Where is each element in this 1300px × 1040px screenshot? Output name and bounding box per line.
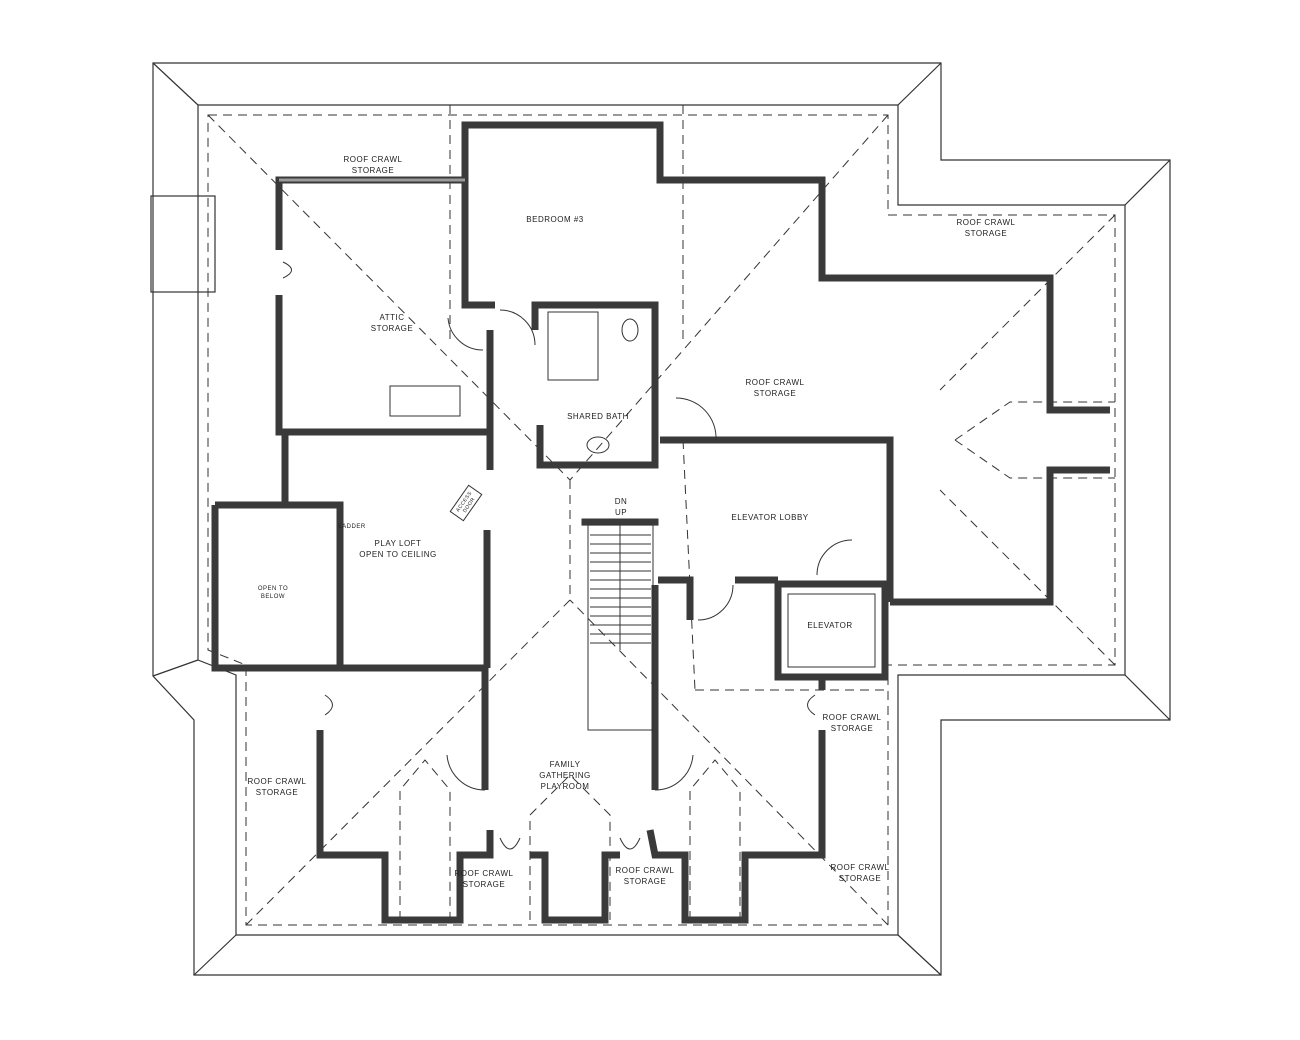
walls [211, 121, 1110, 924]
label-stair: DN [615, 497, 628, 506]
bath-fixtures [389, 311, 639, 454]
label-roof-crawl-lower-right: ROOF CRAWL [831, 863, 890, 872]
doors [282, 261, 853, 850]
sink-icon [586, 436, 610, 454]
label-roof-crawl-right: ROOF CRAWL [957, 218, 1016, 227]
toilet-icon [621, 318, 639, 342]
roof-outline [150, 62, 1171, 976]
label-open-below: OPEN TO [258, 586, 288, 592]
label-roof-crawl-top: ROOF CRAWL [344, 155, 403, 164]
label-shared-bath: SHARED BATH [567, 412, 629, 421]
label-roof-crawl-right-mid: ROOF CRAWL [823, 713, 882, 722]
ridge-lines [207, 105, 1116, 926]
label-roof-crawl-lower-mid-left: ROOF CRAWL [455, 869, 514, 878]
label-roof-crawl-lower-left: ROOF CRAWL [248, 777, 307, 786]
label-play-loft: PLAY LOFT [375, 539, 422, 548]
label-elevator: ELEVATOR [807, 621, 852, 630]
label-roof-crawl-lower-mid-right: ROOF CRAWL [616, 866, 675, 875]
desk [389, 385, 461, 417]
label-playroom: FAMILY [550, 760, 581, 769]
label-bedroom-3: BEDROOM #3 [526, 215, 584, 224]
label-ladder: LADDER [338, 524, 366, 530]
stair [587, 524, 654, 731]
chimney [150, 195, 216, 293]
label-elevator-lobby: ELEVATOR LOBBY [731, 513, 808, 522]
label-attic-storage: ATTIC [379, 313, 404, 322]
label-roof-crawl-center: ROOF CRAWL [746, 378, 805, 387]
